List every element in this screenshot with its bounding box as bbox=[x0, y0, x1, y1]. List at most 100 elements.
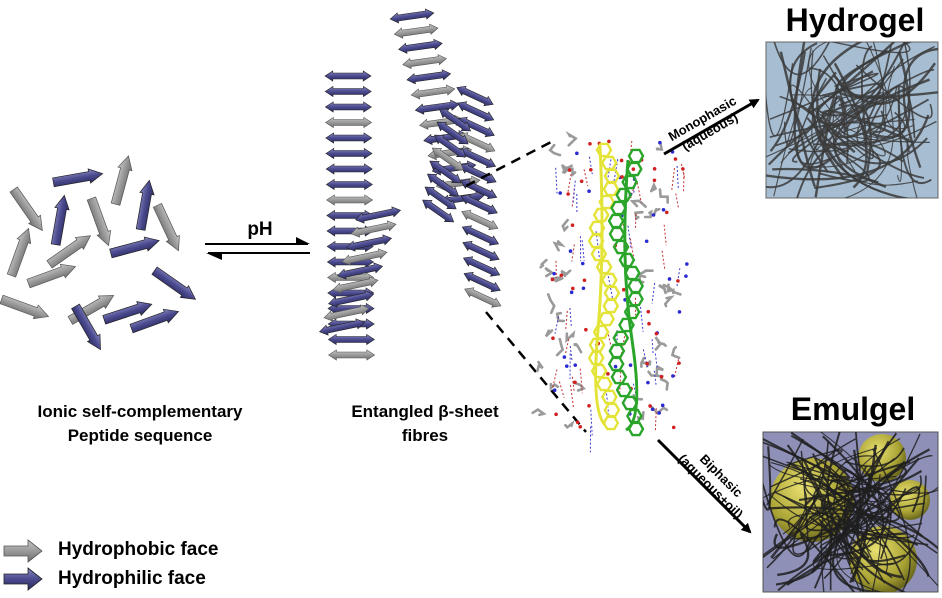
fibre-strand bbox=[398, 38, 443, 54]
legend-hydrophobic-label: Hydrophobic face bbox=[58, 539, 219, 560]
gel-fibre bbox=[814, 149, 882, 190]
equilibrium-arrows bbox=[205, 237, 310, 260]
emulgel-image bbox=[762, 431, 939, 593]
gel-fibre bbox=[811, 42, 864, 180]
gel-fibre bbox=[840, 91, 884, 140]
atom bbox=[575, 420, 580, 425]
fibre-strand bbox=[438, 108, 472, 132]
aromatic-ring bbox=[615, 382, 633, 398]
atom bbox=[567, 168, 572, 172]
hydrogen-bond bbox=[588, 156, 593, 175]
side-chain bbox=[548, 143, 562, 157]
hydrogen-bond bbox=[629, 238, 635, 260]
gel-fibre bbox=[779, 51, 817, 188]
side-chain bbox=[573, 342, 583, 354]
side-chain bbox=[662, 283, 682, 296]
atom bbox=[607, 139, 611, 144]
atom bbox=[551, 336, 555, 341]
side-chain bbox=[549, 382, 560, 391]
gel-fibre bbox=[823, 464, 905, 581]
aromatic-ring bbox=[627, 148, 645, 164]
gel-fibre bbox=[766, 63, 794, 137]
peptide-caption-line1: Ionic self-complementary bbox=[37, 402, 243, 421]
fibre-strand bbox=[429, 160, 462, 184]
gel-fibre bbox=[885, 65, 915, 130]
side-chain bbox=[658, 284, 667, 295]
aromatic-ring bbox=[598, 194, 616, 210]
aromatic-ring bbox=[627, 278, 644, 294]
hydrogen-bond bbox=[564, 339, 570, 355]
fibre-strand bbox=[328, 349, 376, 361]
atom bbox=[648, 404, 652, 408]
atom bbox=[651, 213, 656, 217]
atom bbox=[564, 364, 569, 368]
fibre-strand bbox=[324, 70, 372, 82]
gel-fibre bbox=[807, 515, 841, 589]
side-chain bbox=[563, 419, 575, 430]
gel-fibre bbox=[864, 85, 916, 139]
atom bbox=[685, 262, 689, 266]
gel-fibre bbox=[798, 464, 907, 502]
fibres-caption-line2: fibres bbox=[401, 426, 449, 445]
atom bbox=[582, 278, 587, 283]
atom bbox=[677, 361, 681, 365]
atom bbox=[620, 175, 624, 179]
fibre-strand bbox=[462, 240, 500, 262]
gel-fibre bbox=[791, 90, 891, 163]
hydrogen-bond bbox=[567, 174, 572, 193]
biphasic-route-arrow bbox=[656, 438, 752, 534]
side-chain bbox=[659, 378, 669, 391]
fibre-strand bbox=[393, 23, 439, 39]
fibre-strand bbox=[325, 116, 373, 129]
legend-hydrophilic-arrow bbox=[3, 567, 43, 591]
atom bbox=[569, 290, 574, 295]
atom bbox=[570, 223, 575, 227]
fibre-strand bbox=[436, 121, 469, 145]
aromatic-ring bbox=[603, 402, 621, 418]
gel-fibre bbox=[856, 58, 937, 147]
gel-fibre bbox=[822, 435, 885, 557]
fibre-strand bbox=[463, 271, 501, 293]
hydrophobic-arrow bbox=[26, 263, 77, 289]
gel-fibre bbox=[826, 432, 898, 505]
hydrogen-bond bbox=[630, 181, 637, 199]
gel-fibre bbox=[812, 545, 894, 570]
hydrophobic-arrow bbox=[110, 155, 133, 206]
atom bbox=[660, 403, 665, 408]
atom bbox=[658, 140, 662, 145]
aromatic-ring bbox=[600, 272, 618, 288]
hydrogen-bond bbox=[607, 330, 612, 348]
gel-fibre bbox=[773, 42, 831, 76]
atom bbox=[578, 424, 583, 429]
hydrogen-bond bbox=[555, 167, 558, 194]
atom bbox=[575, 151, 579, 156]
atom bbox=[552, 271, 556, 276]
atom bbox=[664, 210, 669, 215]
atom bbox=[571, 286, 575, 291]
atom bbox=[644, 239, 649, 244]
side-chain bbox=[658, 188, 670, 204]
side-chain bbox=[640, 356, 647, 368]
aromatic-ring bbox=[607, 213, 625, 229]
gel-fibre bbox=[796, 77, 851, 165]
fibre-strand bbox=[341, 248, 388, 266]
gel-fibre bbox=[850, 486, 921, 551]
atom bbox=[589, 167, 593, 172]
fibre-strand bbox=[325, 163, 373, 175]
hydrogen-bond bbox=[619, 371, 622, 393]
atom bbox=[573, 380, 577, 385]
atom bbox=[631, 167, 636, 171]
hydrogen-bond bbox=[673, 359, 680, 378]
aromatic-ring bbox=[608, 343, 626, 359]
gel-fibre bbox=[766, 86, 838, 189]
aromatic-ring bbox=[592, 324, 610, 340]
legend-hydrophilic-label: Hydrophilic face bbox=[58, 568, 206, 589]
aromatic-ring bbox=[598, 311, 615, 327]
gel-fibre bbox=[896, 94, 902, 182]
side-chain bbox=[535, 360, 544, 373]
side-chain bbox=[544, 266, 555, 278]
peptide-caption-line2: Peptide sequence bbox=[67, 426, 213, 445]
hydrophilic-arrow bbox=[109, 236, 160, 259]
aromatic-ring bbox=[592, 207, 610, 223]
atom bbox=[606, 372, 610, 376]
